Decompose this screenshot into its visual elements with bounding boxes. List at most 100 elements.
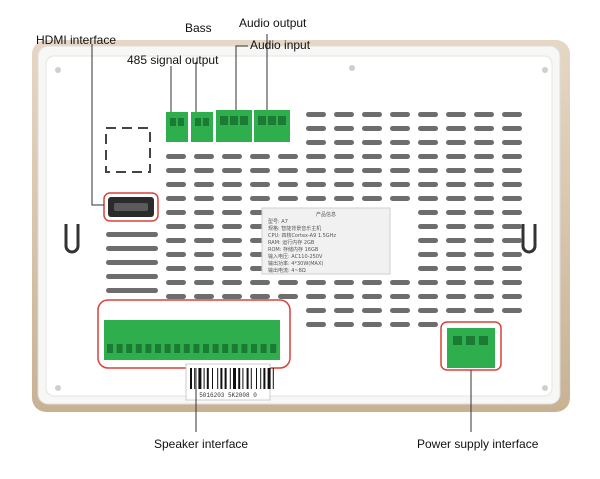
- terminal-screws: [170, 116, 286, 126]
- vent-slot: [502, 182, 522, 187]
- terminal-screw: [107, 344, 113, 353]
- vent-slot: [418, 266, 438, 271]
- vent-slot: [222, 252, 242, 257]
- vent-slot: [194, 266, 214, 271]
- vent-slot: [446, 168, 466, 173]
- vent-slot: [166, 210, 186, 215]
- callout-lines: [91, 34, 472, 432]
- vent-slot: [502, 112, 522, 117]
- label-plate: [261, 207, 391, 275]
- terminal-screw: [155, 344, 161, 353]
- screw-icon: [542, 385, 548, 391]
- barcode-bar: [217, 368, 219, 389]
- vent-slot: [502, 126, 522, 131]
- vent-slot: [390, 308, 410, 313]
- power-supply-interface-label: Power supply interface: [417, 437, 539, 451]
- vent-slot: [222, 196, 242, 201]
- barcode-bar: [203, 368, 205, 389]
- vent-slot: [446, 224, 466, 229]
- vent-slot: [306, 168, 326, 173]
- vent-slot: [502, 210, 522, 215]
- terminal-screw: [174, 344, 181, 353]
- barcode-bar: [220, 368, 223, 389]
- vent-slot: [502, 266, 522, 271]
- speaker-terminal-screws: [107, 344, 277, 353]
- vent-slot: [390, 126, 410, 131]
- barcode-bar: [267, 368, 271, 389]
- dashed-region: [105, 127, 151, 173]
- vent-slot: [334, 154, 354, 159]
- vent-slot: [502, 196, 522, 201]
- vent-slot: [106, 288, 158, 293]
- terminal-screw: [212, 344, 219, 353]
- vent-slot: [222, 154, 242, 159]
- vent-slot: [362, 154, 382, 159]
- vent-slot: [334, 182, 354, 187]
- vent-slot: [250, 294, 270, 299]
- barcode-bar: [246, 368, 249, 389]
- label-plate-line: CPU: 四核Cortex-A9 1.5GHz: [268, 232, 336, 239]
- vent-slot: [390, 154, 410, 159]
- vent-slot: [418, 126, 438, 131]
- vent-slot: [390, 322, 410, 327]
- vent-slot: [446, 210, 466, 215]
- barcode-bar: [206, 368, 209, 389]
- vent-slot: [306, 126, 326, 131]
- 485-signal-output-label: 485 signal output: [127, 53, 219, 67]
- vent-slot: [390, 294, 410, 299]
- vent-slot: [278, 280, 298, 285]
- vent-slot: [446, 140, 466, 145]
- vent-slot: [306, 182, 326, 187]
- vent-slot: [306, 140, 326, 145]
- mount-hook-icon: [521, 224, 537, 254]
- vent-slot: [306, 322, 326, 327]
- mount-hook-icon: [64, 224, 80, 254]
- terminal-screw: [183, 344, 190, 353]
- vent-slot: [446, 308, 466, 313]
- vent-slot: [334, 196, 354, 201]
- vent-slot: [418, 182, 438, 187]
- vent-slot: [474, 126, 494, 131]
- vent-slot: [362, 322, 382, 327]
- vent-slot: [362, 280, 382, 285]
- vent-slot: [306, 280, 326, 285]
- vent-slot: [222, 168, 242, 173]
- vent-slot: [166, 280, 186, 285]
- vent-slot: [166, 266, 186, 271]
- vent-slot: [278, 182, 298, 187]
- vent-slot: [106, 246, 158, 251]
- vent-slot: [222, 280, 242, 285]
- terminal-screw: [164, 344, 171, 353]
- terminal-screw: [251, 344, 257, 353]
- terminal-screw: [193, 344, 200, 353]
- screw-icon: [542, 67, 548, 73]
- barcode-bar: [198, 368, 202, 389]
- vent-slot: [222, 266, 242, 271]
- vent-slot: [362, 308, 382, 313]
- vent-slot: [474, 182, 494, 187]
- vent-slot: [446, 266, 466, 271]
- vent-slot: [502, 280, 522, 285]
- barcode-bar: [194, 368, 196, 389]
- label-plate-line: RAM: 运行内存 2GB: [268, 239, 315, 246]
- vent-slot: [418, 308, 438, 313]
- vent-slot: [502, 294, 522, 299]
- vent-slot: [194, 280, 214, 285]
- vent-slot: [194, 196, 214, 201]
- vent-slot: [446, 112, 466, 117]
- vent-slot: [166, 182, 186, 187]
- barcode-bar: [190, 368, 192, 389]
- vent-slot: [418, 196, 438, 201]
- vent-slot: [474, 112, 494, 117]
- vent-slot: [334, 294, 354, 299]
- barcode-bar: [233, 368, 236, 389]
- top-terminal-blocks: [166, 110, 290, 142]
- vent-slot: [446, 294, 466, 299]
- hdmi-interface-label: HDMI interface: [36, 33, 117, 47]
- vent-slot: [502, 224, 522, 229]
- barcode-number: 5016203 5K2008 0: [199, 392, 257, 399]
- audio-input-label: Audio input: [250, 38, 311, 52]
- speaker-interface-label: Speaker interface: [154, 437, 249, 451]
